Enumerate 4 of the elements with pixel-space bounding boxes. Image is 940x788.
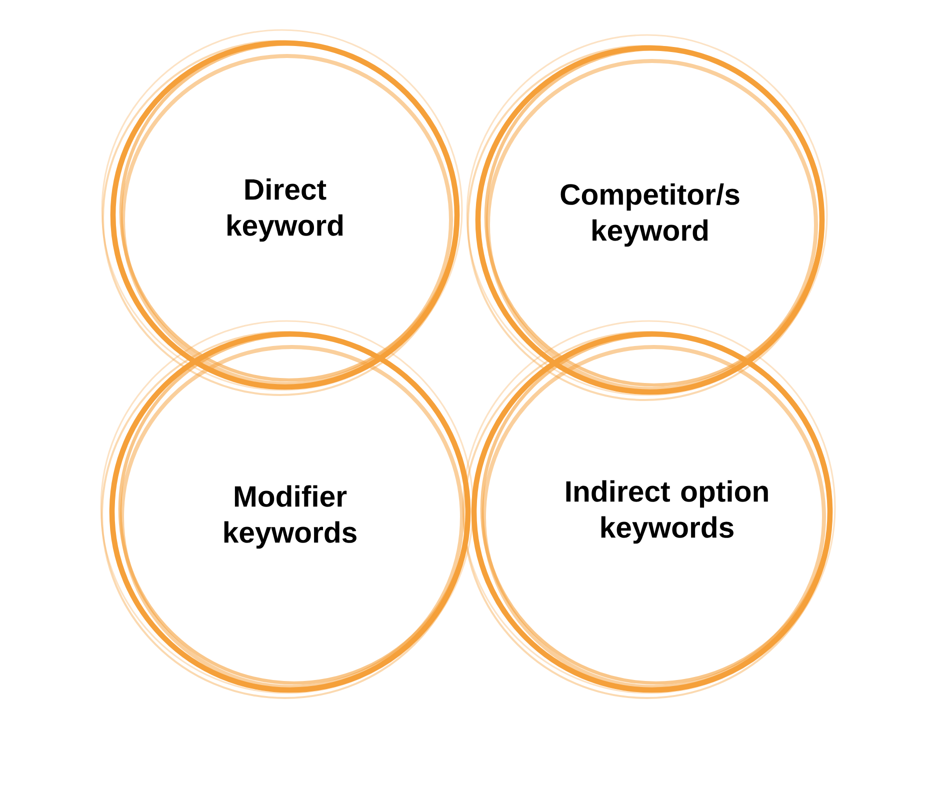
circle-node: Indirect option keywords: [462, 320, 836, 699]
circle-node: Direct keyword: [101, 29, 463, 396]
circle-node: Competitor/s keyword: [466, 34, 828, 401]
circle-node: Modifier keywords: [100, 320, 474, 699]
